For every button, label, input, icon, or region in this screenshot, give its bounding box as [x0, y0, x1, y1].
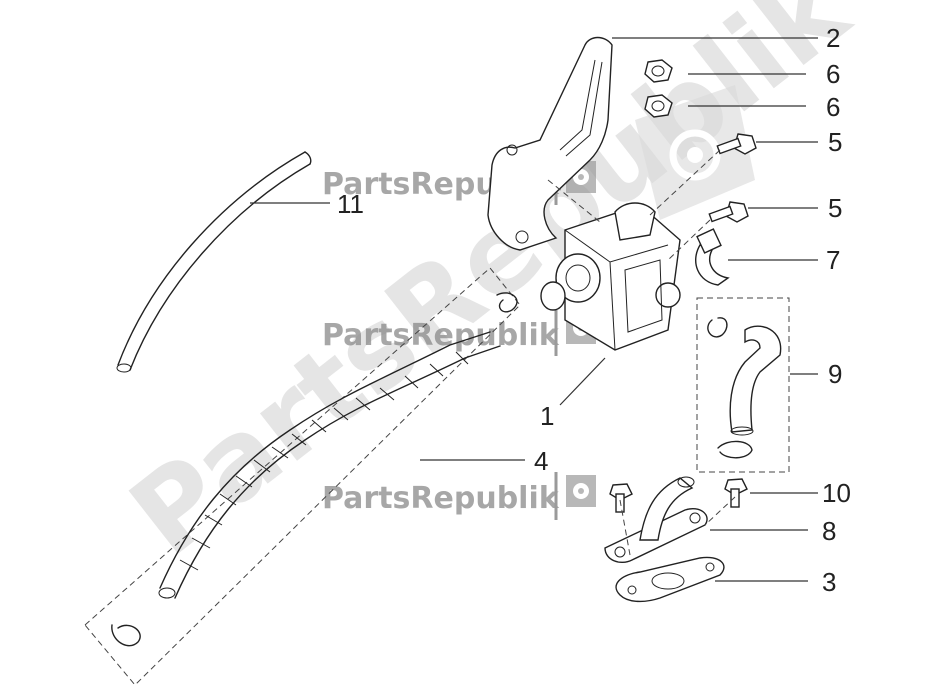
- callout-8: 8: [822, 516, 836, 546]
- part-6-nut-upper: [644, 59, 673, 83]
- watermark-text-2: PartsRepublik: [322, 318, 560, 353]
- part-9-hose-kit: [696, 297, 790, 473]
- part-3-gasket: [615, 556, 725, 603]
- part-11-hose: [116, 151, 312, 373]
- watermark-row-3: PartsRepublik: [322, 472, 596, 520]
- callout-1: 1: [540, 401, 554, 431]
- callout-3: 3: [822, 567, 836, 597]
- part-6-nut-lower: [644, 94, 673, 118]
- callout-7: 7: [826, 245, 840, 275]
- part-7-clip: [695, 228, 730, 286]
- part-10-bolt-left: [609, 483, 633, 513]
- callout-labels: 1 2 3 4 5 5 6 6 7 8 9 10 11: [337, 23, 851, 597]
- callout-5-upper: 5: [828, 127, 842, 157]
- part-5-bolt-upper: [716, 133, 757, 155]
- callout-9: 9: [828, 359, 842, 389]
- callout-10: 10: [822, 478, 851, 508]
- part-5-bolt-lower: [708, 201, 749, 223]
- assembly-lines: [547, 149, 736, 556]
- callout-4: 4: [534, 446, 548, 476]
- watermark-large-gear-icon: [635, 85, 755, 220]
- part-1-pump: [540, 202, 681, 351]
- part-2-bracket: [487, 36, 613, 251]
- gear-icon: [566, 475, 596, 507]
- leader-lines: [250, 37, 818, 582]
- callout-2: 2: [826, 23, 840, 53]
- callout-6-upper: 6: [826, 59, 840, 89]
- callout-5-lower: 5: [828, 193, 842, 223]
- callout-11: 11: [337, 189, 364, 219]
- watermark-text-3: PartsRepublik: [322, 481, 560, 516]
- part-10-bolt-right: [724, 478, 748, 508]
- part-8-flange: [604, 476, 708, 564]
- callout-6-lower: 6: [826, 92, 840, 122]
- part-4-wrapped-hose: [84, 267, 521, 686]
